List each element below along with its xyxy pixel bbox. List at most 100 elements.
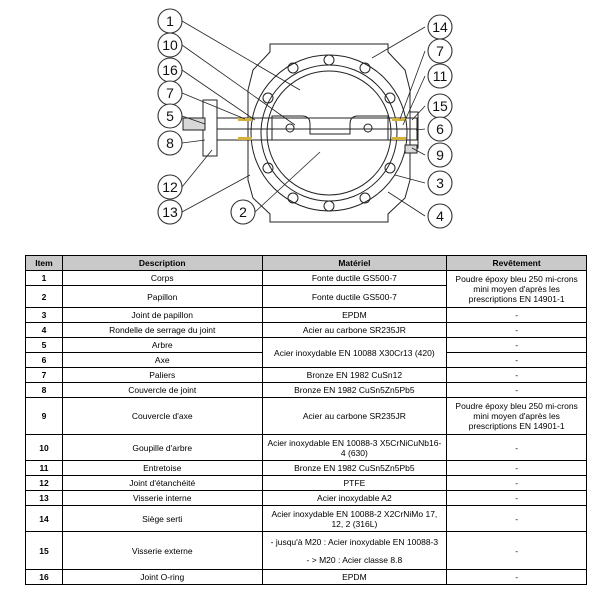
table-row: 13 Visserie interne Acier inoxydable A2 …	[25, 490, 587, 506]
shaft-assembly	[182, 99, 419, 157]
cell-item: 1	[25, 270, 63, 286]
callout-8: 8	[157, 130, 183, 156]
cell-coating: -	[446, 490, 587, 506]
table-header-row: Item Description Matériel Revêtement	[25, 255, 587, 271]
callout-3: 3	[427, 170, 453, 196]
cell-material: PTFE	[261, 475, 448, 491]
cell-description: Couvercle de joint	[61, 382, 263, 398]
cell-material: Fonte ductile GS500-7	[261, 270, 448, 286]
material-line: - > M20 : Acier classe 8.8	[306, 554, 403, 565]
cell-material: Bronze EN 1982 CuSn12	[261, 367, 448, 383]
cell-coating: -	[446, 352, 587, 368]
svg-text:16: 16	[162, 62, 178, 78]
callout-4: 4	[427, 203, 453, 229]
cell-material: Acier inoxydable EN 10088-2 X2CrNiMo 17,…	[261, 505, 448, 532]
cell-item: 12	[25, 475, 63, 491]
cell-coating: -	[446, 505, 587, 532]
callout-1: 1	[157, 8, 183, 34]
svg-text:13: 13	[162, 204, 178, 220]
cell-item: 10	[25, 434, 63, 461]
callout-13: 13	[157, 199, 183, 225]
cell-description: Visserie externe	[61, 531, 263, 570]
table-row: 1 Corps Fonte ductile GS500-7 Poudre épo…	[25, 270, 587, 308]
table-row: 7 Paliers Bronze EN 1982 CuSn12 -	[25, 367, 587, 383]
table-row: 8 Couvercle de joint Bronze EN 1982 CuSn…	[25, 382, 587, 398]
valve-body	[247, 43, 411, 223]
svg-text:8: 8	[166, 135, 174, 151]
svg-text:5: 5	[166, 108, 174, 124]
cell-item: 3	[25, 307, 63, 323]
callout-15: 15	[427, 93, 453, 119]
cell-coating: -	[446, 569, 587, 585]
cell-material: - jusqu'à M20 : Acier inoxydable EN 1008…	[261, 531, 448, 570]
cell-item: 8	[25, 382, 63, 398]
table-row: 15 Visserie externe - jusqu'à M20 : Acie…	[25, 531, 587, 570]
cell-coating: -	[446, 367, 587, 383]
cell-item: 15	[25, 531, 63, 570]
callouts: 1 10 16 7 5 8 12 13 2 14 7 11 15 6 9 3 4	[157, 8, 453, 229]
svg-text:1: 1	[166, 13, 174, 29]
cell-material: EPDM	[261, 307, 448, 323]
callout-14: 14	[427, 14, 453, 40]
svg-text:10: 10	[162, 37, 178, 53]
cell-description: Joint O-ring	[61, 569, 263, 585]
cell-material: Bronze EN 1982 CuSn5Zn5Pb5	[261, 460, 448, 476]
cell-coating: -	[446, 434, 587, 461]
cell-description: Joint de papillon	[61, 307, 263, 323]
table-row: 5 Arbre Acier inoxydable EN 10088 X30Cr1…	[25, 337, 587, 368]
cell-material: Bronze EN 1982 CuSn5Zn5Pb5	[261, 382, 448, 398]
cell-description: Joint d'étanchéité	[61, 475, 263, 491]
table-row: 3 Joint de papillon EPDM -	[25, 307, 587, 323]
svg-text:12: 12	[162, 179, 178, 195]
cell-description: Siège serti	[61, 505, 263, 532]
callout-11: 11	[427, 63, 453, 89]
callout-5: 5	[157, 103, 183, 129]
cell-material: Acier inoxydable EN 10088-3 X5CrNiCuNb16…	[261, 434, 448, 461]
cell-item: 16	[25, 569, 63, 585]
cell-coating: -	[446, 531, 587, 570]
cell-coating: Poudre époxy bleu 250 mi-crons mini moye…	[446, 270, 587, 308]
callout-16: 16	[157, 57, 183, 83]
cell-material: EPDM	[261, 569, 448, 585]
header-coating: Revêtement	[446, 255, 587, 271]
cell-material: Acier au carbone SR235JR	[261, 397, 448, 435]
table-row: 12 Joint d'étanchéité PTFE -	[25, 475, 587, 491]
table-row: 16 Joint O-ring EPDM -	[25, 569, 587, 585]
table-row: 2 Papillon Fonte ductile GS500-7	[25, 285, 587, 308]
table-row: 14 Siège serti Acier inoxydable EN 10088…	[25, 505, 587, 532]
svg-text:11: 11	[433, 68, 448, 84]
header-description: Description	[61, 255, 263, 271]
cell-coating: -	[446, 307, 587, 323]
callout-2: 2	[230, 199, 256, 225]
cell-item: 11	[25, 460, 63, 476]
cell-item: 6	[25, 352, 63, 368]
material-line: - jusqu'à M20 : Acier inoxydable EN 1008…	[270, 536, 439, 547]
callout-12: 12	[157, 174, 183, 200]
callout-7-right: 7	[427, 38, 453, 64]
cell-description: Rondelle de serrage du joint	[61, 322, 263, 338]
svg-text:2: 2	[239, 204, 247, 220]
parts-table: Item Description Matériel Revêtement 1 C…	[25, 255, 587, 585]
table-row: 4 Rondelle de serrage du joint Acier au …	[25, 322, 587, 338]
cell-item: 9	[25, 397, 63, 435]
valve-drawing: 1 10 16 7 5 8 12 13 2 14 7 11 15 6 9 3 4	[157, 8, 453, 229]
svg-text:7: 7	[436, 43, 444, 59]
cell-description: Arbre	[61, 337, 263, 353]
cell-item: 2	[25, 285, 63, 308]
table-row: 9 Couvercle d'axe Acier au carbone SR235…	[25, 397, 587, 435]
cell-coating: -	[446, 475, 587, 491]
svg-text:14: 14	[432, 19, 448, 35]
table-row: 10 Goupille d'arbre Acier inoxydable EN …	[25, 434, 587, 461]
cell-coating: -	[446, 460, 587, 476]
cell-item: 14	[25, 505, 63, 532]
cell-item: 4	[25, 322, 63, 338]
callout-9: 9	[427, 142, 453, 168]
cell-item: 7	[25, 367, 63, 383]
table-row: 11 Entretoise Bronze EN 1982 CuSn5Zn5Pb5…	[25, 460, 587, 476]
svg-text:4: 4	[436, 208, 444, 224]
cell-description: Visserie interne	[61, 490, 263, 506]
svg-text:3: 3	[436, 175, 444, 191]
svg-text:7: 7	[166, 85, 174, 101]
svg-text:15: 15	[432, 98, 448, 114]
header-item: Item	[25, 255, 63, 271]
